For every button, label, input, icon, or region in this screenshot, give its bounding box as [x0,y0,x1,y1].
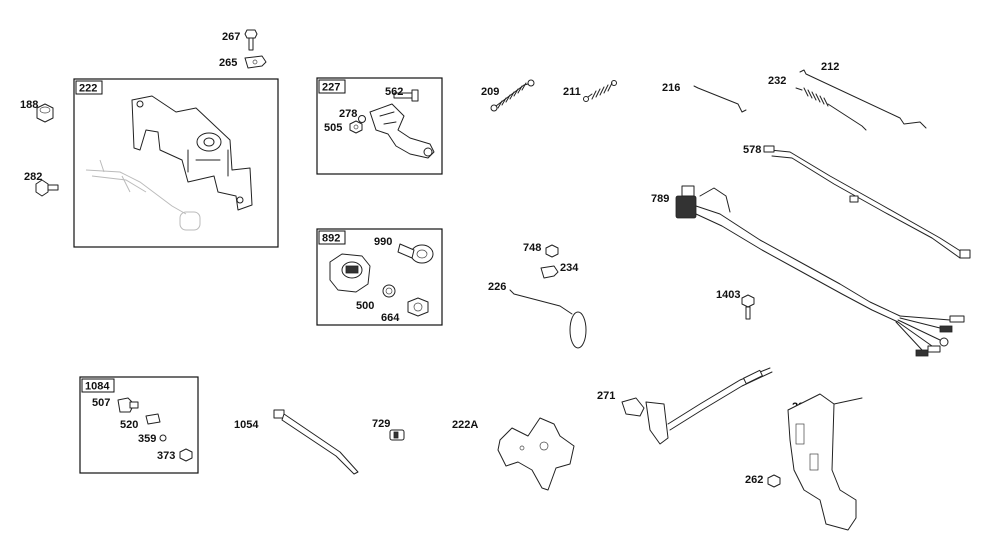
ring-359-illustration [159,434,167,442]
part-label-990: 990 [374,236,392,248]
part-label-562: 562 [385,86,403,98]
part-label-232: 232 [768,75,786,87]
part-label-188: 188 [20,99,38,111]
screw-1403-illustration [741,294,755,320]
nut-664-illustration [407,297,429,317]
part-label-500: 500 [356,300,374,312]
part-label-664: 664 [381,312,400,324]
part-label-234: 234 [560,262,579,274]
assembly-box-227: 227 562 278 505 [316,77,443,175]
part-label-222: 222 [79,83,97,95]
clip-520-illustration [145,413,161,425]
screw-282-illustration [35,179,59,197]
part-label-729: 729 [372,418,390,430]
key-990-illustration [397,243,434,264]
nut-505-illustration [349,120,363,134]
bracket-222A-illustration [497,417,575,491]
spring-209-illustration [490,79,535,112]
nut-188-illustration [36,103,54,123]
part-label-359: 359 [138,433,156,445]
assembly-box-1084: 1084 507 520 359 373 [79,376,199,474]
screw-262-illustration [767,474,781,488]
part-label-1054: 1054 [234,419,259,431]
washer-278-illustration [358,115,366,123]
part-label-227: 227 [322,82,340,94]
lever-227-illustration [369,103,435,159]
part-label-505: 505 [324,122,342,134]
washer-500-illustration [382,284,396,298]
part-label-578: 578 [743,144,761,156]
rod-216-illustration [693,85,747,113]
assembly-box-892: 892 990 500 664 [316,228,443,326]
bolt-267-illustration [244,29,258,51]
cable-578-illustration [763,145,971,259]
pin-562-illustration [393,89,419,102]
assembly-box-222: 222 [73,78,279,248]
part-label-520: 520 [120,419,138,431]
part-label-265: 265 [219,57,237,69]
part-label-278: 278 [339,108,357,120]
latch-507-illustration [117,397,139,413]
throttle-cable-271-illustration [621,367,773,445]
part-label-507: 507 [92,397,110,409]
part-label-222A: 222A [452,419,478,431]
part-label-226: 226 [488,281,506,293]
rod-226-illustration [509,289,587,349]
part-label-212: 212 [821,61,839,73]
ghost-shaft-illustration [85,159,201,231]
ignition-switch-892-illustration [329,253,371,293]
part-label-209: 209 [481,86,499,98]
spring-232-illustration [795,87,867,131]
part-label-211: 211 [563,86,581,98]
part-label-1403: 1403 [716,289,740,301]
cable-tie-1054-illustration [273,409,359,475]
spring-211-illustration [583,80,617,102]
part-label-271: 271 [597,390,615,402]
part-label-216: 216 [662,82,680,94]
part-label-892: 892 [322,233,340,245]
part-label-789: 789 [651,193,669,205]
part-label-282: 282 [24,171,42,183]
part-label-262: 262 [745,474,763,486]
harness-789-illustration [675,185,965,357]
part-label-1084: 1084 [85,381,110,393]
part-label-373: 373 [157,450,175,462]
rod-212-illustration [799,69,927,129]
screw-748-illustration [545,244,559,258]
bracket-281-illustration [787,393,863,531]
clip-234-illustration [540,265,559,279]
clip-729-illustration [389,429,405,441]
part-label-748: 748 [523,242,541,254]
bracket-222-illustration [131,95,253,211]
nut-373-illustration [179,448,193,462]
clip-265-illustration [244,55,267,69]
part-label-267: 267 [222,31,240,43]
